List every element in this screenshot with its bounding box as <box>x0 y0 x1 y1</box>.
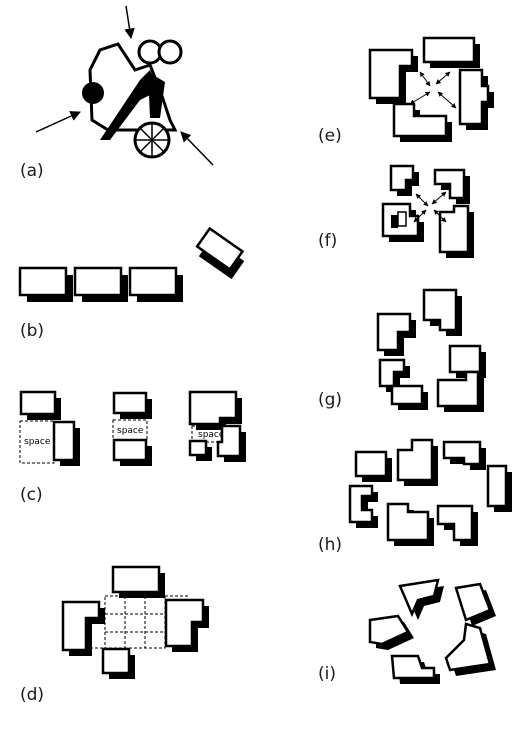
label-a: (a) <box>20 161 44 181</box>
space-label-1: space <box>24 437 51 447</box>
label-b: (b) <box>20 321 44 341</box>
space-label-2: space <box>117 426 144 436</box>
panel-f-figure <box>381 164 474 258</box>
panel-d-figure <box>61 565 209 679</box>
panel-i-figure <box>368 578 496 684</box>
panel-c-figure: space space space <box>19 390 246 466</box>
arrow-right <box>180 131 214 166</box>
label-h: (h) <box>318 535 342 555</box>
panel-h-figure <box>348 438 512 546</box>
label-f: (f) <box>318 231 337 251</box>
label-g: (g) <box>318 390 342 410</box>
label-e: (e) <box>318 126 342 146</box>
panel-e-figure <box>368 36 494 142</box>
space-label-3: space <box>198 430 225 440</box>
panel-a-figure <box>35 5 214 166</box>
panel-b-figure <box>18 226 245 302</box>
wheel-icon <box>133 121 171 159</box>
panel-g-figure <box>376 288 486 412</box>
black-circle <box>82 82 104 104</box>
label-c: (c) <box>20 485 43 505</box>
label-d: (d) <box>20 685 44 705</box>
label-i: (i) <box>318 664 336 684</box>
arrow-left <box>35 111 81 133</box>
arrow-top <box>124 5 135 40</box>
